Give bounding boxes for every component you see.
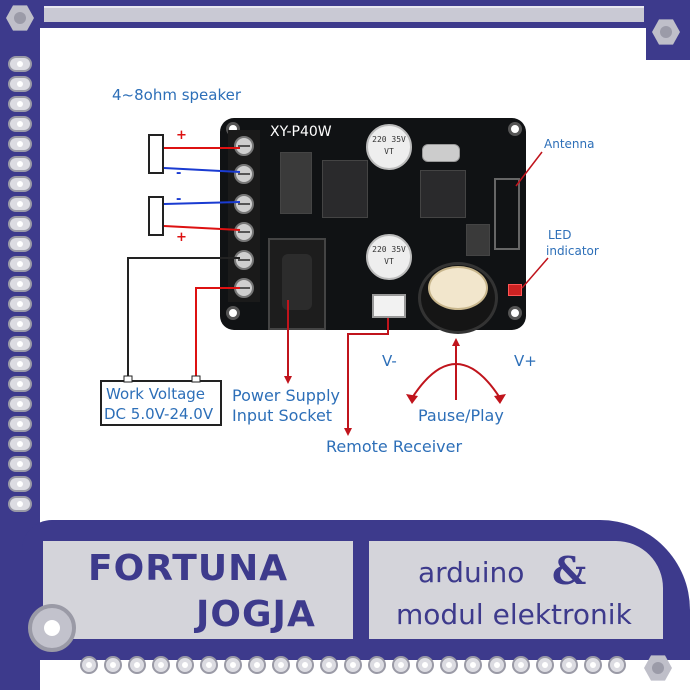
polarity-plus: +: [176, 128, 187, 143]
terminal-screw: [234, 278, 254, 298]
frame-top-bar: [0, 0, 690, 28]
volume-down-label: V-: [382, 352, 397, 370]
capacitor: 220 35V VT: [366, 124, 412, 170]
led-icon: [508, 284, 522, 296]
terminal-screw: [234, 222, 254, 242]
crystal: [422, 144, 460, 162]
bluetooth-ic: [420, 170, 466, 218]
pause-play-label: Pause/Play: [418, 406, 504, 425]
polarity-minus: -: [176, 166, 182, 181]
tagline-line1: arduino: [418, 556, 525, 589]
bottom-chain: [40, 656, 640, 680]
brand-name-line2: JOGJA: [196, 594, 316, 635]
speaker-icon: [148, 196, 164, 236]
work-voltage-line1: Work Voltage: [106, 385, 206, 403]
hex-nut-icon: [644, 655, 672, 681]
smd-components: [280, 152, 312, 214]
amp-ic: [322, 160, 368, 218]
terminal-screw: [234, 250, 254, 270]
polarity-plus: +: [176, 230, 187, 245]
terminal-screw: [234, 194, 254, 214]
board-title: XY-P40W: [270, 124, 332, 140]
tagline-ampersand: &: [552, 548, 587, 593]
volume-up-label: V+: [514, 352, 537, 370]
led-label-1: LED: [548, 228, 572, 242]
rotary-knob-cap: [428, 266, 488, 310]
speaker-label: 4~8ohm speaker: [112, 86, 242, 104]
power-label-2: Input Socket: [232, 406, 333, 425]
work-voltage-line2: DC 5.0V-24.0V: [104, 405, 214, 423]
ir-receiver: [372, 294, 406, 318]
speaker-icon: [148, 134, 164, 174]
led-label-2: indicator: [546, 244, 599, 258]
gear-icon: [28, 604, 76, 652]
tagline-panel: [366, 538, 666, 642]
frame-rail: [44, 6, 644, 22]
terminal-screw: [234, 164, 254, 184]
brand-name-line1: FORTUNA: [88, 548, 289, 589]
power-label-1: Power Supply: [232, 386, 340, 405]
polarity-minus: -: [176, 192, 182, 207]
hex-nut-icon: [652, 19, 680, 45]
antenna-trace: [494, 178, 520, 250]
mount-hole: [226, 306, 240, 320]
capacitor: 220 35V VT: [366, 234, 412, 280]
left-chain: [8, 56, 32, 516]
brand-panel: [40, 538, 356, 642]
smd-components: [466, 224, 490, 256]
antenna-label: Antenna: [544, 137, 595, 151]
mount-hole: [508, 306, 522, 320]
remote-receiver-label: Remote Receiver: [326, 437, 463, 456]
power-jack: [268, 238, 326, 330]
terminal-screw: [234, 136, 254, 156]
mount-hole: [508, 122, 522, 136]
tagline-line2: modul elektronik: [396, 598, 632, 631]
